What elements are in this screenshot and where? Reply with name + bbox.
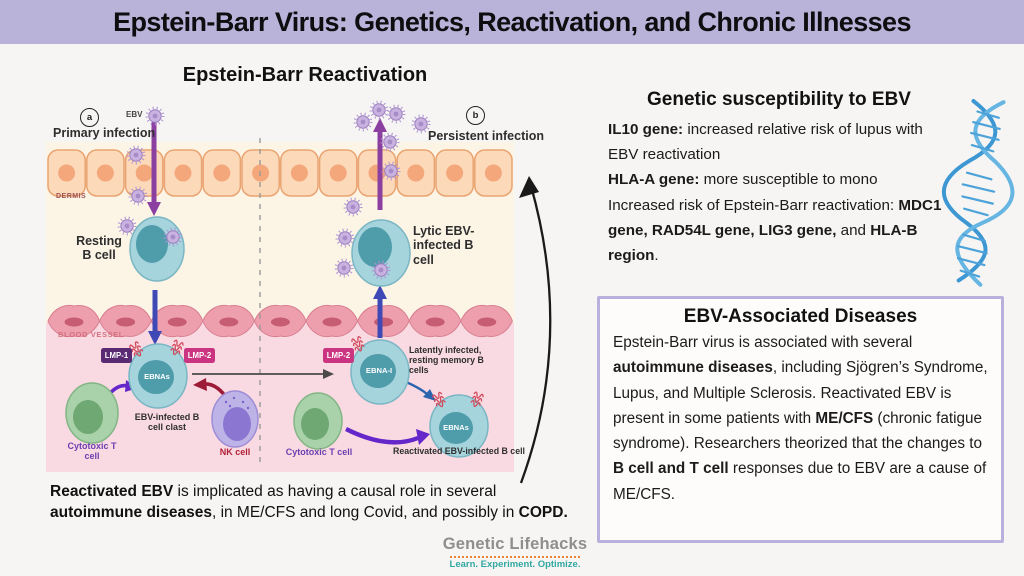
- infected-b-cell-label: EBV-infected B cell clast: [134, 412, 200, 433]
- epithelium-layer: [47, 149, 513, 197]
- ebnas-label-left: EBNAs: [144, 372, 170, 381]
- cytotoxic-t-cell-right: [293, 392, 343, 450]
- lytic-b-cell-label: Lytic EBV- infected B cell: [413, 224, 475, 267]
- ebna-i-label: EBNA-I: [365, 366, 393, 375]
- primary-infection-label: Primary infection: [53, 126, 156, 140]
- ebv-virion-icon: [145, 106, 165, 126]
- logo-wordmark: Genetic Lifehacks: [442, 535, 588, 553]
- latency-progression-arrow: [192, 369, 334, 379]
- blood-vessel-label: BLOOD VESSEL: [58, 330, 124, 339]
- persistent-infection-label: Persistent infection: [428, 129, 544, 143]
- resting-b-cell-label: Resting B cell: [76, 234, 122, 263]
- panel-marker-a: a: [80, 108, 99, 127]
- genetic-paragraph-reactivation: Increased risk of Epstein-Barr reactivat…: [608, 196, 942, 265]
- resting-b-cell: [129, 216, 185, 282]
- ebv-virion-label: EBV: [126, 110, 143, 119]
- ebv-virion-icon: [369, 100, 389, 120]
- reactivated-b-cell-label: Reactivated EBV-infected B cell: [392, 446, 525, 456]
- cytotoxic-t-right-label: Cytotoxic T cell: [285, 447, 353, 457]
- lytic-release-arrow: [373, 118, 387, 210]
- reactivated-b-cell: [429, 391, 489, 458]
- banner: Epstein-Barr Virus: Genetics, Reactivati…: [0, 0, 1024, 44]
- ebv-diseases-box: EBV-Associated Diseases Epstein-Barr vir…: [597, 296, 1004, 543]
- ebv-diseases-body: Epstein-Barr virus is associated with se…: [613, 334, 988, 503]
- dna-helix-icon: [941, 99, 1015, 287]
- nk-cell-label: NK cell: [219, 447, 251, 457]
- nk-cell: [211, 390, 259, 448]
- panel-marker-b: b: [466, 106, 485, 125]
- cycle-return-arrow: [519, 176, 552, 484]
- b-cell-entry-arrow: [148, 290, 162, 345]
- genetic-section-title: Genetic susceptibility to EBV: [647, 89, 911, 110]
- ebv-diseases-title: EBV-Associated Diseases: [683, 306, 918, 327]
- logo-tagline: Learn. Experiment. Optimize.: [449, 556, 581, 570]
- lmp1-badge: LMP-1: [101, 348, 132, 363]
- reactivation-illustration: [46, 100, 552, 484]
- primary-infection-arrow: [147, 122, 161, 216]
- lmp2-badge-left: LMP-2: [184, 348, 215, 363]
- latent-memory-label: Latently infected, resting memory B cell…: [409, 345, 484, 376]
- page-title: Epstein-Barr Virus: Genetics, Reactivati…: [113, 6, 911, 37]
- genetic-section-body: IL10 gene: increased relative risk of lu…: [608, 117, 950, 268]
- ebv-infected-b-cell: [128, 339, 188, 409]
- ebv-virion-icon: [353, 112, 373, 132]
- bottom-note: Reactivated EBV is implicated as having …: [50, 483, 568, 522]
- diagram-title: Epstein-Barr Reactivation: [182, 64, 428, 86]
- reactivation-exit-arrow: [373, 285, 387, 338]
- endothelium-layer: [47, 304, 513, 338]
- lmp2-badge-right: LMP-2: [323, 348, 354, 363]
- latent-memory-b-cell: [350, 335, 410, 405]
- genetic-paragraph-il10: IL10 gene: increased relative risk of lu…: [608, 121, 923, 164]
- dermis-label: DERMIS: [56, 193, 87, 200]
- genetic-paragraph-hla-a: HLA-A gene: more susceptible to mono: [608, 171, 878, 189]
- cytotoxic-t-left-label: Cytotoxic T cell: [67, 441, 117, 462]
- lytic-b-cell: [351, 219, 411, 287]
- genetic-lifehacks-logo: Genetic Lifehacks Learn. Experiment. Opt…: [440, 535, 590, 572]
- cytotoxic-t-cell-left: [65, 382, 119, 444]
- ebnas-label-reactivated: EBNAs: [443, 423, 469, 432]
- t-cell-reactivated-arrow: [345, 427, 430, 445]
- ebv-virion-icon: [411, 114, 431, 134]
- ebv-virion-icon: [386, 104, 406, 124]
